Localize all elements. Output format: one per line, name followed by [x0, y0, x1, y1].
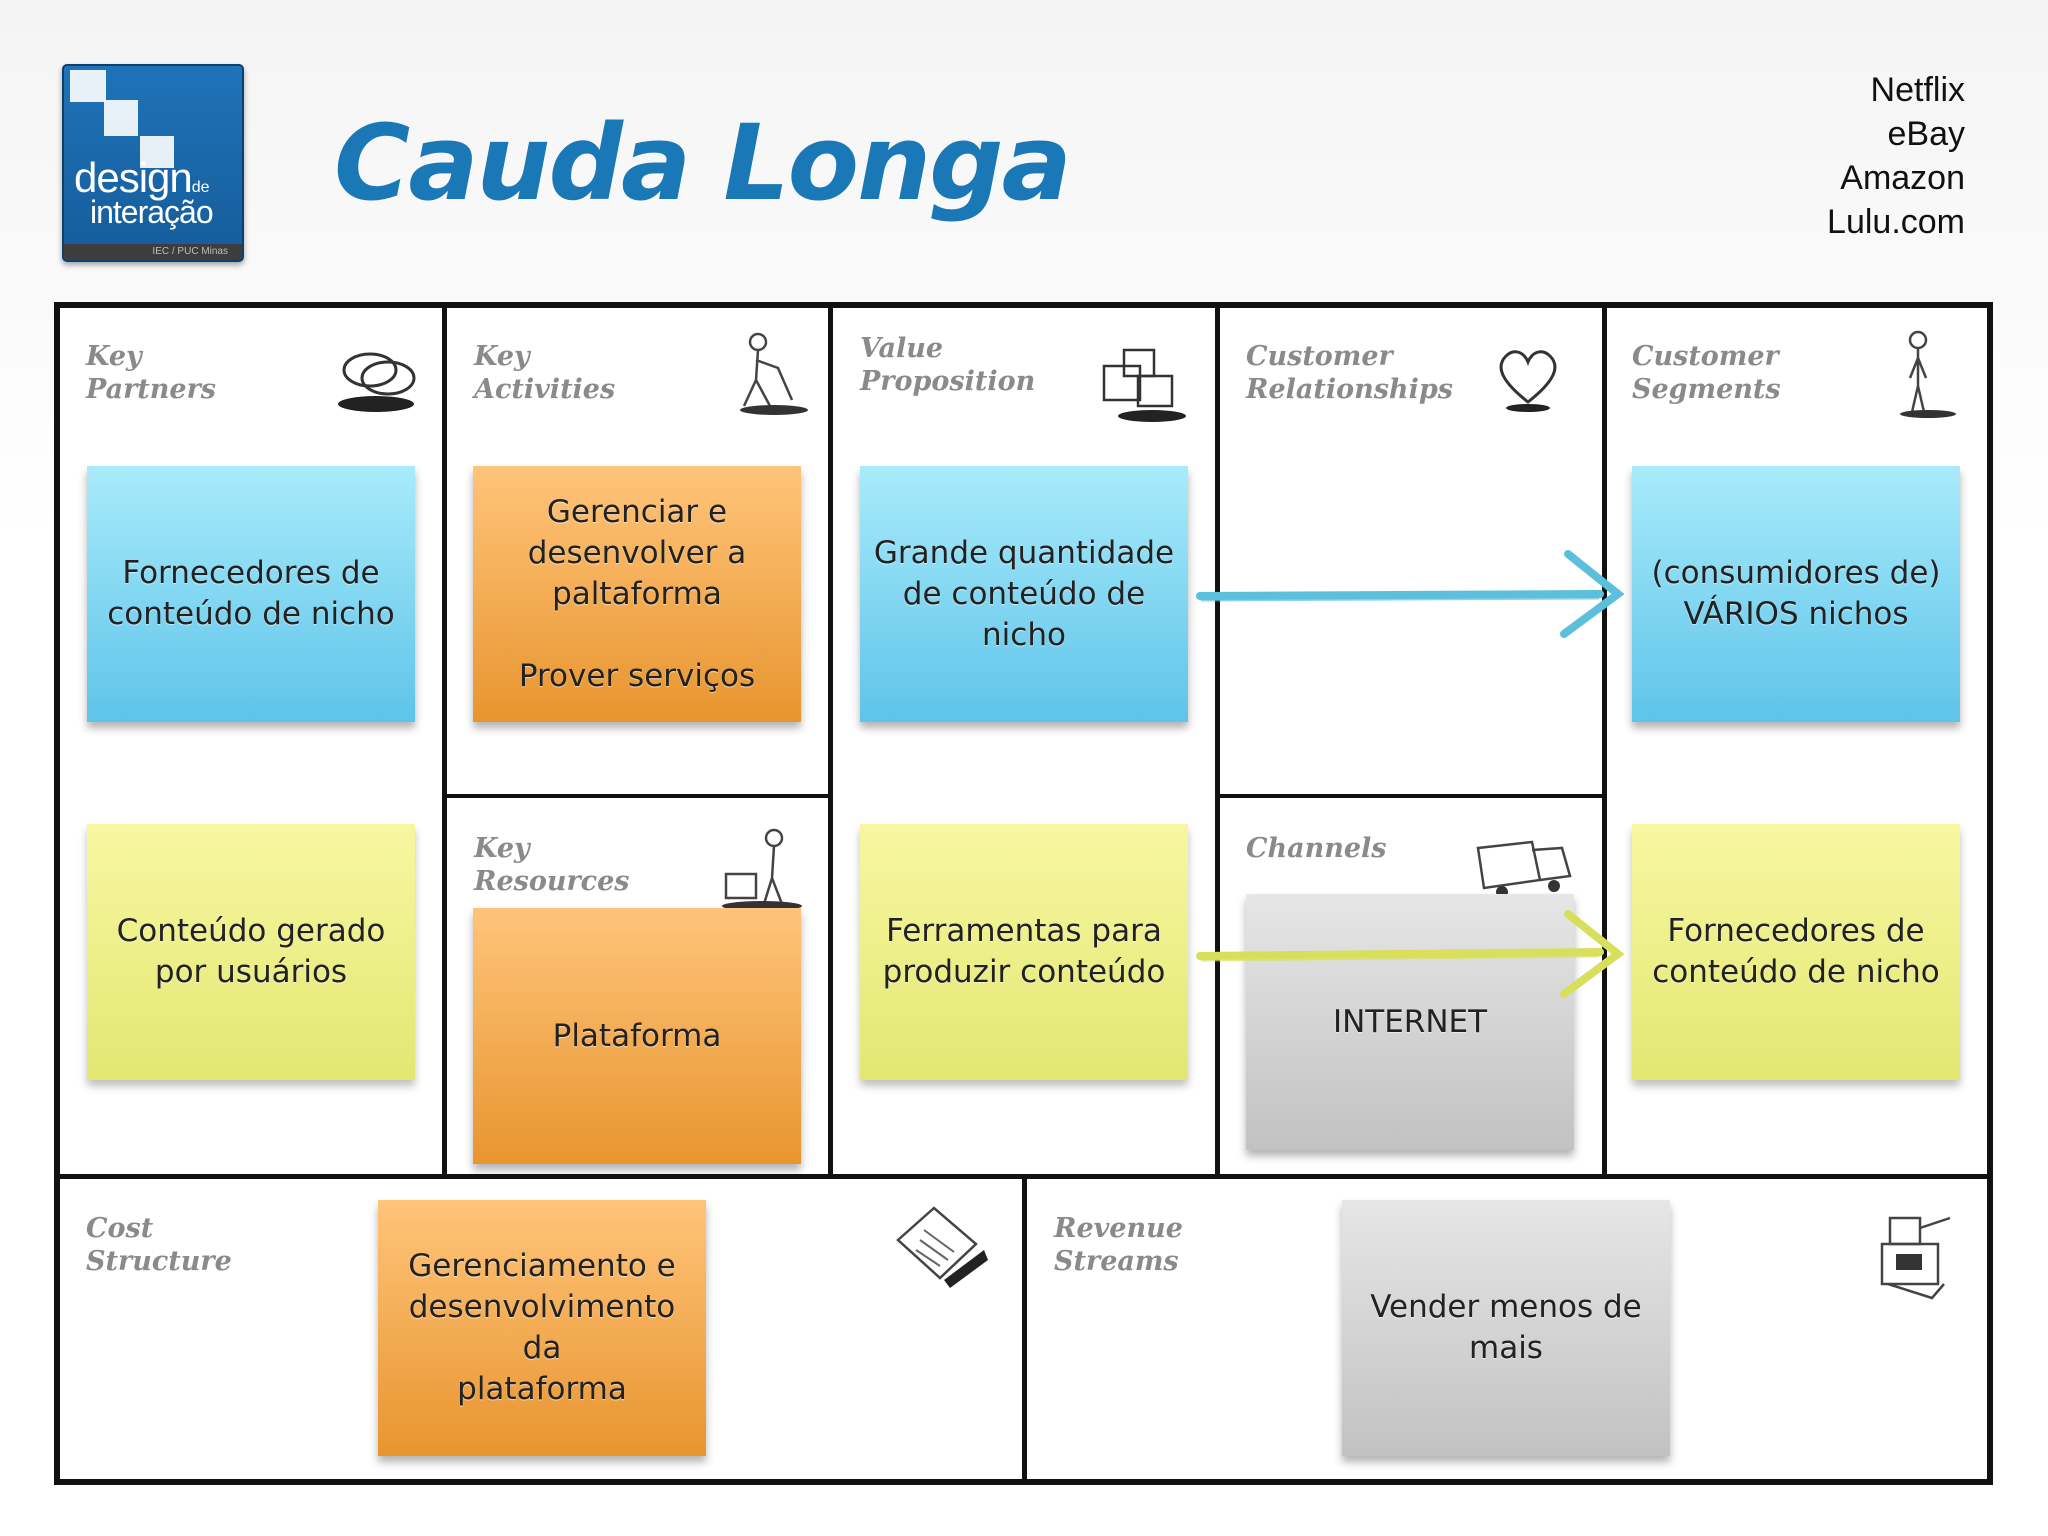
divider	[1022, 1174, 1027, 1485]
block-label-customer-segments: Customer Segments	[1632, 341, 1781, 405]
block-label-key-partners: Key Partners	[86, 341, 217, 405]
worker-icon	[740, 332, 808, 415]
design-de-interacao-logo: designde interação IEC / PUC Minas	[62, 64, 244, 262]
divider	[442, 794, 833, 798]
note-customer-segments-bottom: Fornecedores de conteúdo de nicho	[1632, 824, 1960, 1080]
note-key-partners-top: Fornecedores de conteúdo de nicho	[87, 466, 415, 722]
cash-register-icon	[1880, 1216, 1951, 1300]
logo-footer: IEC / PUC Minas	[64, 244, 242, 260]
worker-with-box-icon	[722, 828, 802, 911]
block-label-customer-relationships: Customer Relationships	[1246, 341, 1453, 405]
example-item: eBay	[1887, 115, 1966, 153]
note-value-proposition-top: Grande quantidade de conteúdo de nicho	[860, 466, 1188, 722]
example-item: Amazon	[1840, 159, 1965, 197]
documents-icon	[896, 1206, 988, 1288]
person-icon	[1900, 330, 1956, 418]
heart-icon	[1499, 350, 1557, 412]
note-customer-segments-top: (consumidores de) VÁRIOS nichos	[1632, 466, 1960, 722]
note-channels: INTERNET	[1246, 894, 1574, 1150]
logo-square	[140, 136, 174, 168]
note-revenue-streams: Vender menos de mais	[1342, 1200, 1670, 1456]
logo-square	[104, 100, 138, 136]
block-label-key-resources: Key Resources	[474, 833, 630, 897]
note-key-activities: Gerenciar e desenvolver a paltaforma Pro…	[473, 466, 801, 722]
logo-text-design: designde	[74, 154, 210, 201]
divider	[442, 302, 447, 1175]
divider	[1602, 302, 1607, 1175]
divider	[828, 302, 833, 1175]
divider	[1215, 302, 1220, 1175]
example-item: Netflix	[1870, 71, 1965, 109]
divider	[1215, 794, 1606, 798]
note-value-proposition-bottom: Ferramentas para produzir conteúdo	[860, 824, 1188, 1080]
gift-boxes-icon	[1102, 348, 1186, 422]
example-item: Lulu.com	[1827, 203, 1965, 241]
note-cost-structure: Gerenciamento e desenvolvimento da plata…	[378, 1200, 706, 1456]
delivery-truck-icon	[1476, 840, 1572, 898]
note-key-partners-bottom: Conteúdo gerado por usuários	[87, 824, 415, 1080]
examples-list: Netflix eBay Amazon Lulu.com	[1827, 68, 1965, 244]
logo-square	[70, 70, 106, 102]
block-label-revenue-streams: Revenue Streams	[1054, 1213, 1183, 1277]
slide-title: Cauda Longa	[334, 102, 1072, 224]
block-label-cost-structure: Cost Structure	[86, 1213, 232, 1277]
block-label-channels: Channels	[1246, 833, 1387, 864]
chain-links-icon	[338, 352, 416, 412]
block-label-value-proposition: Value Proposition	[860, 333, 1036, 397]
block-label-key-activities: Key Activities	[474, 341, 616, 405]
logo-text-interacao: interação	[90, 194, 214, 230]
note-key-resources: Plataforma	[473, 908, 801, 1164]
